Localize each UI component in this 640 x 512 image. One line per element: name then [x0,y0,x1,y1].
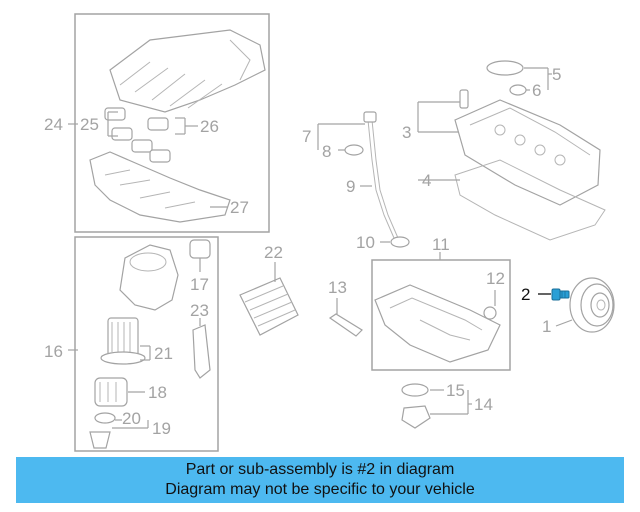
callout-2: 2 [521,285,530,304]
callout-14: 14 [474,395,493,414]
crankshaft-pulley-drawing [569,277,615,333]
callout-7: 7 [302,127,311,146]
oil-filter-housing-drawing [89,239,211,449]
callout-1-leader [555,319,573,327]
callout-16: 16 [44,342,63,361]
callout-6: 6 [532,81,541,100]
callout-23: 23 [190,301,209,320]
callout-21: 21 [154,344,173,363]
callout-3: 3 [402,123,411,142]
banner-line-1: Part or sub-assembly is #2 in diagram [185,461,455,478]
callout-3-leader [417,101,460,133]
callout-12: 12 [486,269,505,288]
intake-manifold-drawing [89,29,266,223]
callout-11: 11 [432,235,450,254]
oil-pan-drawing [374,284,501,363]
intake-manifold-group-frame [74,13,270,233]
callout-18: 18 [148,383,167,402]
callout-7-leader [317,123,365,150]
pulley-bolt-highlighted-part[interactable] [551,288,570,301]
callout-27: 27 [230,198,249,217]
callout-21-leader [140,345,151,361]
callout-4: 4 [422,171,431,190]
oil-pickup-drawing [401,383,431,429]
oil-pan-group-frame [371,259,511,371]
callout-5: 5 [552,65,561,84]
callout-8: 8 [322,142,331,161]
callout-14-leader [430,390,472,415]
callout-25-leader [107,111,118,137]
callout-19-leader [112,420,149,429]
dipstick-guide-drawing [328,313,363,337]
callout-22: 22 [264,243,283,262]
callout-5-leader [524,67,552,90]
callout-19: 19 [152,419,171,438]
callout-24: 24 [44,115,63,134]
callout-26: 26 [200,117,219,136]
dipstick-drawing [344,111,410,248]
info-banner: Part or sub-assembly is #2 in diagram Di… [16,457,624,503]
callout-9: 9 [346,177,355,196]
oil-cooler-drawing [239,277,299,336]
callout-26-leader [175,117,198,135]
oil-filter-group-frame [74,236,219,452]
banner-line-2: Diagram may not be specific to your vehi… [165,481,475,498]
callout-17: 17 [190,275,209,294]
valve-cover-drawing [454,60,606,241]
callout-10: 10 [356,233,375,252]
callout-20: 20 [122,409,141,428]
callout-1: 1 [542,317,551,336]
callout-13: 13 [328,278,347,297]
callout-15: 15 [446,381,465,400]
callout-25: 25 [80,115,99,134]
